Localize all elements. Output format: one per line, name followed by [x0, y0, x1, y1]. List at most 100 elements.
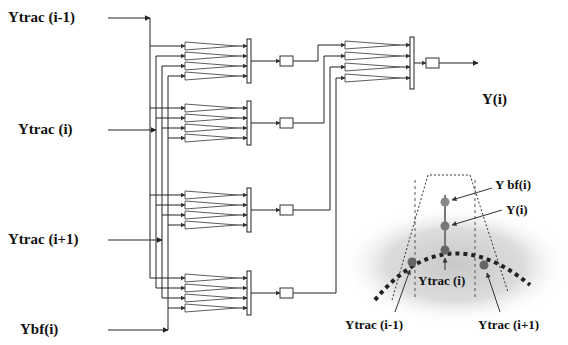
signal-wire — [237, 118, 247, 119]
gain-block — [185, 114, 237, 122]
signal-wire — [150, 46, 185, 47]
mux-bar — [410, 37, 414, 89]
signal-wire — [293, 78, 345, 293]
dotted-frame — [392, 175, 508, 300]
signal-wire — [162, 215, 185, 216]
gain-block — [345, 41, 400, 49]
gain-block — [185, 191, 237, 199]
output-arrow — [439, 63, 478, 64]
signal-wire — [251, 293, 280, 294]
inset-label: Ytrac (i+1) — [478, 318, 539, 331]
leader-arrow — [452, 188, 492, 200]
bus-line — [162, 66, 163, 298]
signal-wire — [400, 78, 410, 79]
signal-wire — [251, 61, 280, 62]
signal-wire — [168, 138, 185, 139]
signal-wire — [293, 56, 345, 123]
inset-label: Y(i) — [506, 203, 528, 216]
bus-line — [168, 76, 169, 330]
signal-wire — [237, 108, 247, 109]
point-dot — [441, 222, 450, 231]
gain-block — [185, 52, 237, 60]
leader-arrow — [487, 273, 500, 312]
signal-wire — [168, 225, 185, 226]
gain-block — [185, 274, 237, 282]
gain-block — [185, 124, 237, 132]
gain-block — [185, 304, 237, 312]
gain-block — [185, 294, 237, 302]
signal-wire — [400, 56, 410, 57]
signal-wire — [237, 46, 247, 47]
signal-wire — [237, 76, 247, 77]
gain-block — [185, 42, 237, 50]
leader-arrow — [395, 270, 410, 312]
mux-bar — [247, 271, 251, 315]
leader-arrow — [452, 210, 502, 225]
signal-wire — [237, 308, 247, 309]
signal-wire — [293, 67, 345, 210]
leader-arrow — [445, 258, 446, 270]
function-block — [280, 288, 293, 298]
gain-block — [185, 134, 237, 142]
gain-block — [185, 62, 237, 70]
signal-wire — [251, 210, 280, 211]
signal-wire — [237, 215, 247, 216]
mux-bar — [247, 188, 251, 232]
signal-wire — [237, 205, 247, 206]
signal-wire — [168, 76, 185, 77]
gain-block — [345, 52, 400, 60]
signal-wire — [168, 308, 185, 309]
signal-wire — [237, 138, 247, 139]
signal-wire — [237, 278, 247, 279]
point-dot — [441, 198, 450, 207]
gain-block — [185, 221, 237, 229]
input-label: Ybf(i) — [20, 322, 58, 337]
signal-wire — [156, 56, 185, 57]
gain-block — [345, 74, 400, 82]
input-label: Ytrac (i-1) — [8, 10, 75, 25]
signal-wire — [237, 195, 247, 196]
gain-block — [185, 72, 237, 80]
signal-wire — [150, 278, 185, 279]
input-arrow — [108, 240, 162, 241]
inset-illustration — [340, 175, 568, 325]
signal-wire — [237, 288, 247, 289]
bus-line — [156, 56, 157, 288]
gain-block — [185, 104, 237, 112]
function-block — [280, 205, 293, 215]
bus-line — [150, 18, 151, 278]
input-label: Ytrac (i) — [18, 122, 73, 137]
function-block — [280, 118, 293, 128]
gain-block — [345, 63, 400, 71]
signal-wire — [237, 225, 247, 226]
input-arrow — [108, 18, 150, 19]
signal-wire — [150, 108, 185, 109]
signal-wire — [162, 298, 185, 299]
signal-wire — [400, 67, 410, 68]
signal-wire — [414, 63, 426, 64]
inset-label: Ytrac (i-1) — [345, 318, 403, 331]
gain-block — [185, 211, 237, 219]
signal-wire — [156, 118, 185, 119]
dotted-curve — [375, 253, 530, 300]
signal-wire — [237, 128, 247, 129]
signal-wire — [162, 128, 185, 129]
signal-wire — [237, 56, 247, 57]
point-dot — [408, 258, 417, 267]
signal-wire — [400, 45, 410, 46]
input-arrow — [108, 330, 168, 331]
signal-wire — [162, 66, 185, 67]
signal-wire — [156, 288, 185, 289]
signal-wire — [237, 66, 247, 67]
point-dot — [480, 261, 489, 270]
dashed-guide — [475, 180, 476, 300]
gain-network — [108, 18, 478, 330]
signal-wire — [156, 205, 185, 206]
mux-bar — [247, 101, 251, 145]
input-arrow — [108, 130, 156, 131]
point-dot — [441, 246, 450, 255]
gain-block — [185, 284, 237, 292]
output-label: Y(i) — [482, 92, 507, 107]
haze-region — [340, 205, 568, 325]
